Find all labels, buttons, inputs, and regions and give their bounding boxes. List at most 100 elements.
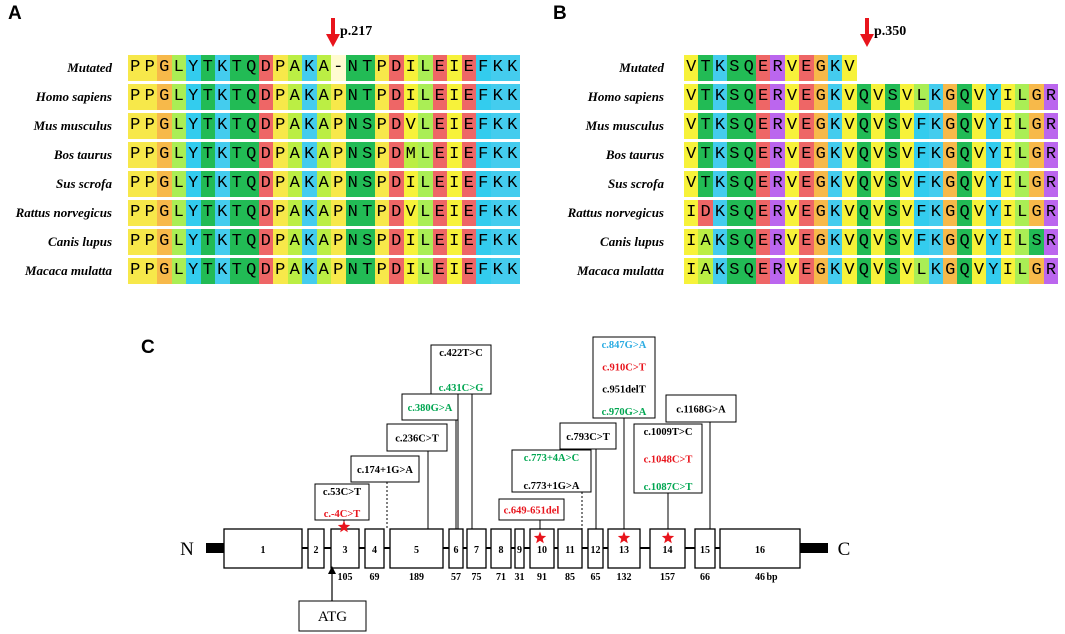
exon-number: 14 <box>663 545 673 556</box>
residue-cell: N <box>345 142 360 168</box>
residue-cell: P <box>128 171 143 197</box>
residue-cell: A <box>316 200 331 226</box>
exon-number: 10 <box>537 545 547 556</box>
residue-cell: P <box>273 200 288 226</box>
residue-cell: K <box>302 113 317 139</box>
residue-cell: P <box>331 258 346 284</box>
residue-cell: K <box>505 200 520 226</box>
residue-cell: Y <box>986 229 1001 255</box>
residue-cell: P <box>331 229 346 255</box>
residue-cell: S <box>885 258 900 284</box>
residue-cell: E <box>432 142 447 168</box>
residue-cell: E <box>461 200 476 226</box>
residue-cell: I <box>403 55 418 81</box>
residue-cell: V <box>971 258 987 284</box>
residue-cell: T <box>229 171 244 197</box>
residue-cell: V <box>684 84 699 110</box>
residue-cell: V <box>784 55 800 81</box>
variant-box <box>511 449 592 493</box>
species-label: Mutated <box>67 60 112 75</box>
residue-cell: V <box>971 200 987 226</box>
residue-cell: Y <box>986 84 1001 110</box>
residue-cell: I <box>684 258 699 284</box>
residue-cell: Q <box>741 113 756 139</box>
residue-cell: L <box>418 113 433 139</box>
residue-cell: V <box>871 200 886 226</box>
residue-cell: P <box>142 171 157 197</box>
residue-cell: T <box>360 258 375 284</box>
residue-cell: P <box>128 84 143 110</box>
panel-label-b: B <box>553 3 567 24</box>
residue-cell: V <box>871 84 886 110</box>
residue-cell: F <box>476 258 491 284</box>
residue-cell: P <box>273 258 288 284</box>
residue-cell: A <box>316 84 331 110</box>
variant-box <box>665 394 737 423</box>
residue-cell: E <box>799 171 814 197</box>
residue-cell: L <box>171 229 186 255</box>
residue-cell: G <box>157 84 172 110</box>
residue-cell: P <box>142 84 157 110</box>
residue-cell: V <box>871 229 886 255</box>
residue-cell: G <box>943 171 958 197</box>
residue-cell: P <box>273 55 288 81</box>
variant-label: c.1009T>C <box>644 427 693 438</box>
variant-label: c.236C>T <box>395 434 439 445</box>
residue-cell: K <box>827 113 843 139</box>
residue-cell: K <box>215 142 230 168</box>
residue-cell: K <box>712 84 728 110</box>
residue-cell: K <box>490 258 505 284</box>
residue-cell: V <box>899 171 915 197</box>
residue-cell: S <box>727 113 742 139</box>
residue-cell: G <box>813 55 828 81</box>
residue-cell: V <box>842 200 857 226</box>
residue-cell: L <box>171 84 186 110</box>
residue-cell: Q <box>957 200 972 226</box>
residue-cell: A <box>316 258 331 284</box>
residue-cell: E <box>755 229 771 255</box>
residue-cell: Q <box>856 113 872 139</box>
residue-cell: V <box>784 171 800 197</box>
residue-cell: G <box>157 113 172 139</box>
residue-cell: V <box>842 171 857 197</box>
residue-cell: K <box>712 200 728 226</box>
residue-cell: S <box>360 113 375 139</box>
residue-cell: L <box>171 113 186 139</box>
residue-cell: K <box>490 142 505 168</box>
residue-cell: V <box>971 171 987 197</box>
residue-cell: G <box>1029 171 1044 197</box>
variant-label: c.-4C>T <box>324 509 361 520</box>
residue-cell: K <box>827 200 843 226</box>
residue-cell: I <box>447 142 462 168</box>
residue-cell: Y <box>986 113 1001 139</box>
variant-box <box>592 336 656 419</box>
residue-cell: D <box>389 258 404 284</box>
variant-box <box>559 422 617 450</box>
residue-cell: T <box>229 84 244 110</box>
residue-cell: D <box>389 200 404 226</box>
residue-cell: F <box>476 171 491 197</box>
residue-cell: K <box>490 229 505 255</box>
residue-cell: V <box>403 113 418 139</box>
exon-number: 7 <box>474 545 479 556</box>
residue-cell: K <box>712 171 728 197</box>
residue-cell: I <box>1000 171 1015 197</box>
species-label: Homo sapiens <box>587 89 664 104</box>
residue-cell: G <box>157 229 172 255</box>
residue-cell: E <box>461 171 476 197</box>
residue-cell: I <box>447 84 462 110</box>
residue-cell: T <box>698 84 713 110</box>
residue-cell: L <box>914 84 929 110</box>
residue-cell: E <box>461 142 476 168</box>
atg-box <box>298 600 367 632</box>
residue-cell: F <box>476 142 491 168</box>
residue-cell: V <box>784 142 800 168</box>
residue-cell: Y <box>186 200 201 226</box>
residue-cell: R <box>770 258 785 284</box>
residue-cell: I <box>447 258 462 284</box>
residue-cell: S <box>360 142 375 168</box>
residue-cell: T <box>360 200 375 226</box>
